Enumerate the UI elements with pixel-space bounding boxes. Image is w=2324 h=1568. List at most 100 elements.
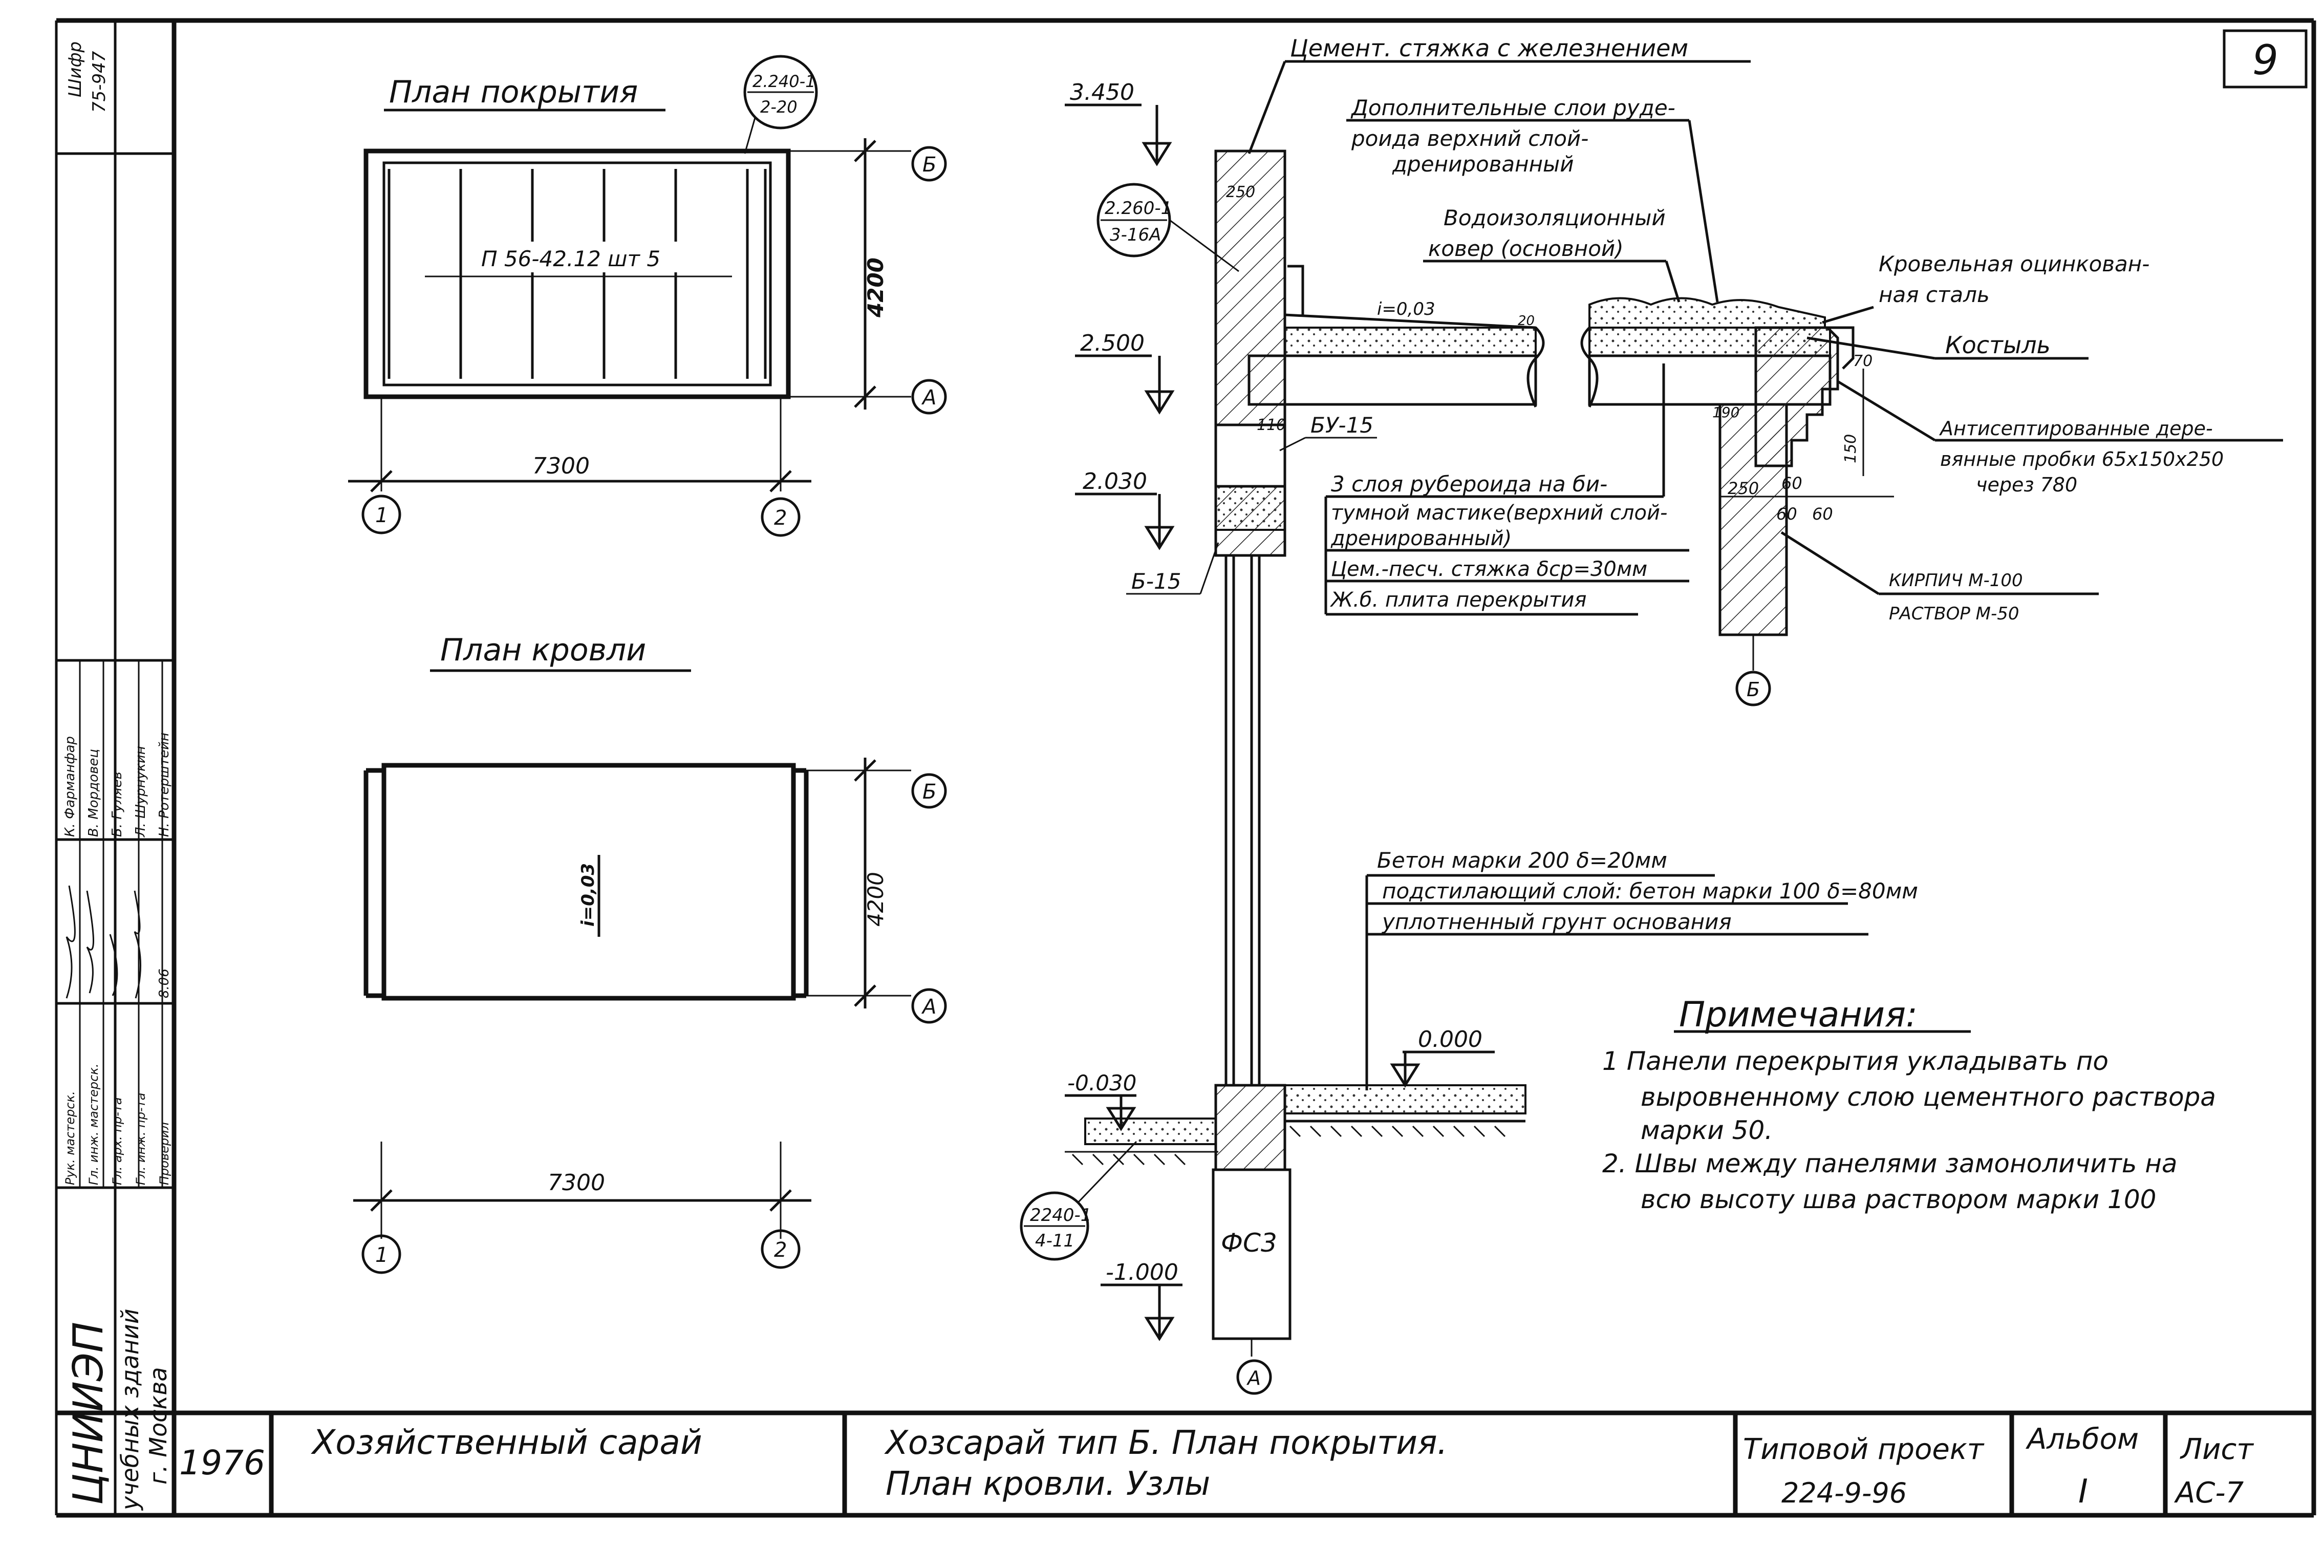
stamp-role: Гл. инж. пр-та xyxy=(134,1093,148,1185)
level-mark: -1.000 xyxy=(1106,1259,1178,1285)
project-number: 224-9-96 xyxy=(1781,1477,1907,1509)
dim-length: 7300 xyxy=(532,453,590,479)
level-mark: -0.030 xyxy=(1067,1070,1136,1096)
dim-60: 60 xyxy=(1781,474,1802,493)
label-wood: вянные пробки 65х150х250 xyxy=(1940,448,2224,470)
axis-b: Б xyxy=(922,153,936,177)
note-line: всю высоту шва раствором марки 100 xyxy=(1641,1185,2156,1214)
label-layers: 3 слоя рубероида на би- xyxy=(1331,471,1607,497)
callout-bottom: 4-11 xyxy=(1035,1231,1074,1251)
notes-title: Примечания: xyxy=(1679,995,1918,1035)
sheet-label: Лист xyxy=(2180,1433,2254,1466)
slab xyxy=(1247,354,1537,406)
axis-a: А xyxy=(921,995,936,1019)
level-mark: 2.500 xyxy=(1080,330,1145,356)
dim-60: 60 xyxy=(1776,504,1797,524)
object-name: Хозяйственный сарай xyxy=(311,1423,702,1462)
axis-b: Б xyxy=(922,780,936,804)
callout-top: 2240-1 xyxy=(1030,1205,1091,1226)
label-floor: уплотненный грунт основания xyxy=(1381,909,1732,934)
stamp-person: Н. Ротерштейн xyxy=(157,733,172,837)
note-line: 2. Швы между панелями замоноличить на xyxy=(1602,1149,2178,1178)
axis-1: 1 xyxy=(375,504,388,527)
callout-bottom: 2-20 xyxy=(760,97,798,117)
label-floor: Бетон марки 200 δ=20мм xyxy=(1377,848,1667,873)
left-stamp: Шифр 75-947 Рук. мастерск. Гл. инж. маст… xyxy=(55,20,174,1515)
axis-b: Б xyxy=(1747,678,1760,701)
beam-label: Б-15 xyxy=(1131,569,1181,594)
label-screed-top: Цемент. стяжка с железнением xyxy=(1290,34,1688,62)
stamp-org: ЦНИИЭП xyxy=(64,1322,112,1505)
signature-marks xyxy=(66,885,141,999)
stamp-person: К. Фарманфар xyxy=(62,736,78,837)
note-line: марки 50. xyxy=(1641,1115,1773,1145)
title-block: 1976 Хозяйственный сарай Хозсарай тип Б.… xyxy=(179,1413,2254,1515)
dim-250b: 250 xyxy=(1728,479,1759,498)
plan-roof-title: План кровли xyxy=(440,632,646,668)
stamp-code-value: 75-947 xyxy=(89,51,110,113)
label-mortar: РАСТВОР М-50 xyxy=(1889,604,2019,624)
axis-a: А xyxy=(921,386,936,410)
sheet-value: АС-7 xyxy=(2174,1476,2244,1510)
stamp-person: Б. Гуляев xyxy=(110,771,125,837)
dim-190: 190 xyxy=(1712,404,1739,421)
callout-top: 2.240-1 xyxy=(752,72,816,91)
stamp-role: Проверил xyxy=(157,1122,171,1185)
level-mark: 0.000 xyxy=(1418,1026,1482,1053)
plan-cover-title: План покрытия xyxy=(389,74,638,110)
dim-250: 250 xyxy=(1226,183,1255,201)
dim-60: 60 xyxy=(1812,504,1833,524)
stamp-city: г. Москва xyxy=(144,1367,172,1485)
dim-70: 70 xyxy=(1853,352,1873,370)
stamp-role: Гл. инж. мастерск. xyxy=(87,1064,101,1185)
dim-width: 4200 xyxy=(863,257,888,318)
slope-label: i=0,03 xyxy=(1377,299,1435,319)
stamp-date: 8.06 xyxy=(157,969,172,998)
label-waterproof: Водоизоляционный xyxy=(1444,205,1666,230)
label-layers: тумной мастике(верхний слой- xyxy=(1331,501,1667,525)
label-metal: ная сталь xyxy=(1879,282,1990,307)
label-wood: Антисептированные дере- xyxy=(1939,417,2213,440)
label-layers: дренированный) xyxy=(1330,527,1512,550)
floor-layers xyxy=(1284,1084,1526,1114)
plan-roof-cover: План покрытия 2.240-1 2-20 П 56-42.12 шт… xyxy=(348,55,947,537)
year: 1976 xyxy=(179,1443,265,1483)
dim-width: 4200 xyxy=(863,872,888,927)
dim-150: 150 xyxy=(1842,434,1860,463)
callout-bottom: 3-16А xyxy=(1110,225,1161,245)
sheet-number: 9 xyxy=(2252,36,2278,84)
notes: Примечания: 1 Панели перекрытия укладыва… xyxy=(1602,995,2216,1214)
label-waterproof: ковер (основной) xyxy=(1428,236,1624,261)
axis-2: 2 xyxy=(774,506,787,530)
panel-label: П 56-42.12 шт 5 xyxy=(481,246,660,271)
dim-20: 20 xyxy=(1518,313,1535,329)
stamp-person: В. Мордовец xyxy=(86,749,101,837)
panel-label-bg xyxy=(476,242,681,272)
sheet-frame xyxy=(56,18,2316,1518)
label-kostyl: Костыль xyxy=(1945,331,2051,359)
level-mark: 3.450 xyxy=(1070,79,1134,105)
roof-slope: i=0,03 xyxy=(578,863,598,927)
stamp-org-sub: учебных зданий xyxy=(116,1308,144,1511)
axis-a: А xyxy=(1246,1367,1261,1389)
sheet-title-line1: Хозсарай тип Б. План покрытия. xyxy=(884,1424,1448,1462)
label-wood: через 780 xyxy=(1976,474,2077,496)
dim-length: 7300 xyxy=(548,1170,605,1196)
beam-label: БУ-15 xyxy=(1310,413,1373,438)
callout-circle xyxy=(743,55,818,130)
stamp-role: Гл. арх. пр-та xyxy=(110,1097,124,1185)
sheet-title-line2: План кровли. Узлы xyxy=(886,1465,1210,1503)
note-line: выровненному слою цементного раствора xyxy=(1641,1082,2216,1112)
dim-110: 110 xyxy=(1257,416,1286,434)
level-mark: 2.030 xyxy=(1083,468,1147,495)
label-brick: КИРПИЧ М-100 xyxy=(1889,570,2023,591)
foundation-label: ФС3 xyxy=(1221,1228,1277,1258)
axis-1: 1 xyxy=(375,1243,388,1267)
label-floor: подстилающий слой: бетон марки 100 δ=80м… xyxy=(1382,878,1918,904)
label-extra-layers: роида верхний слой- xyxy=(1351,126,1588,151)
label-extra-layers: дренированный xyxy=(1392,152,1574,177)
stamp-person: Л. Шурнукин xyxy=(133,746,148,837)
album-value: I xyxy=(2078,1473,2088,1511)
project-label: Типовой проект xyxy=(1743,1433,1985,1466)
